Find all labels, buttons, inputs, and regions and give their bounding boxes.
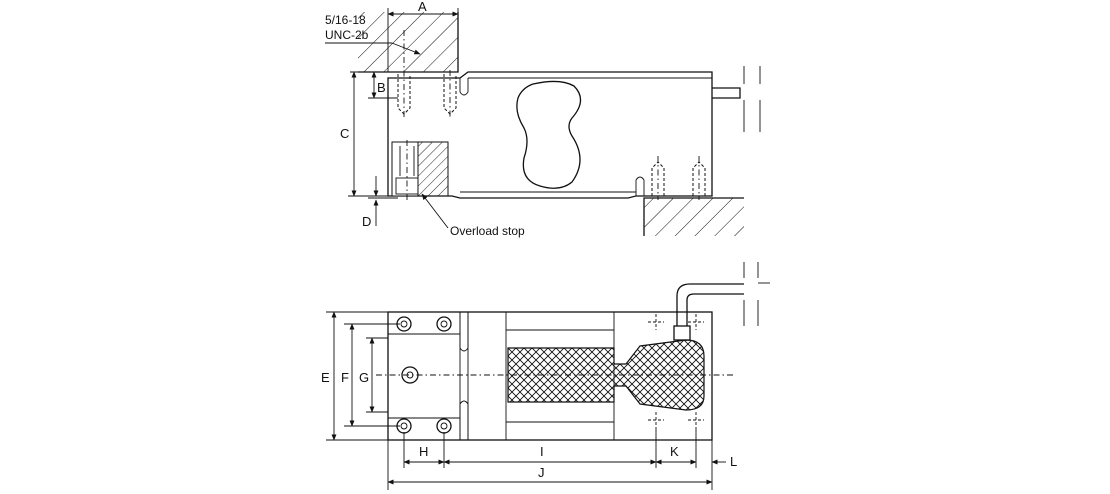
dim-G-label: G	[359, 370, 369, 385]
binocular-hole	[516, 80, 582, 189]
hidden-hole-bottom-left	[648, 412, 664, 428]
hidden-hole-top-left	[648, 314, 664, 330]
lower-mount-hatch	[644, 198, 744, 236]
hidden-hole-bottom-right	[688, 412, 704, 428]
upper-mount-hatch	[358, 12, 458, 72]
dim-A-label: A	[418, 0, 427, 14]
top-view: E F G H I K L J	[321, 262, 770, 490]
thread-callout-line2: UNC-2b	[325, 28, 369, 42]
hidden-hole-top-right	[688, 314, 704, 330]
dim-I-label: I	[540, 444, 544, 459]
dim-H-label: H	[419, 444, 428, 459]
cable-stub-side	[712, 87, 741, 99]
cable-top	[676, 283, 744, 326]
overload-stop-callout: Overload stop	[450, 224, 525, 238]
dim-B-label: B	[377, 80, 386, 95]
mounting-bolt-top-right	[436, 316, 452, 332]
dim-D-label: D	[362, 214, 371, 229]
dim-E-label: E	[321, 370, 330, 385]
dim-K-label: K	[670, 444, 679, 459]
dim-J-label: J	[538, 465, 545, 480]
mounting-bolt-bottom-right	[436, 418, 452, 434]
cable-gland	[673, 325, 691, 341]
side-view: 5/16-18 UNC-2b A B C D Overload stop	[325, 0, 761, 238]
dim-C-label: C	[340, 126, 349, 141]
dim-F-label: F	[341, 370, 349, 385]
thread-callout-line1: 5/16-18	[325, 13, 366, 27]
dim-L-label: L	[730, 454, 737, 469]
